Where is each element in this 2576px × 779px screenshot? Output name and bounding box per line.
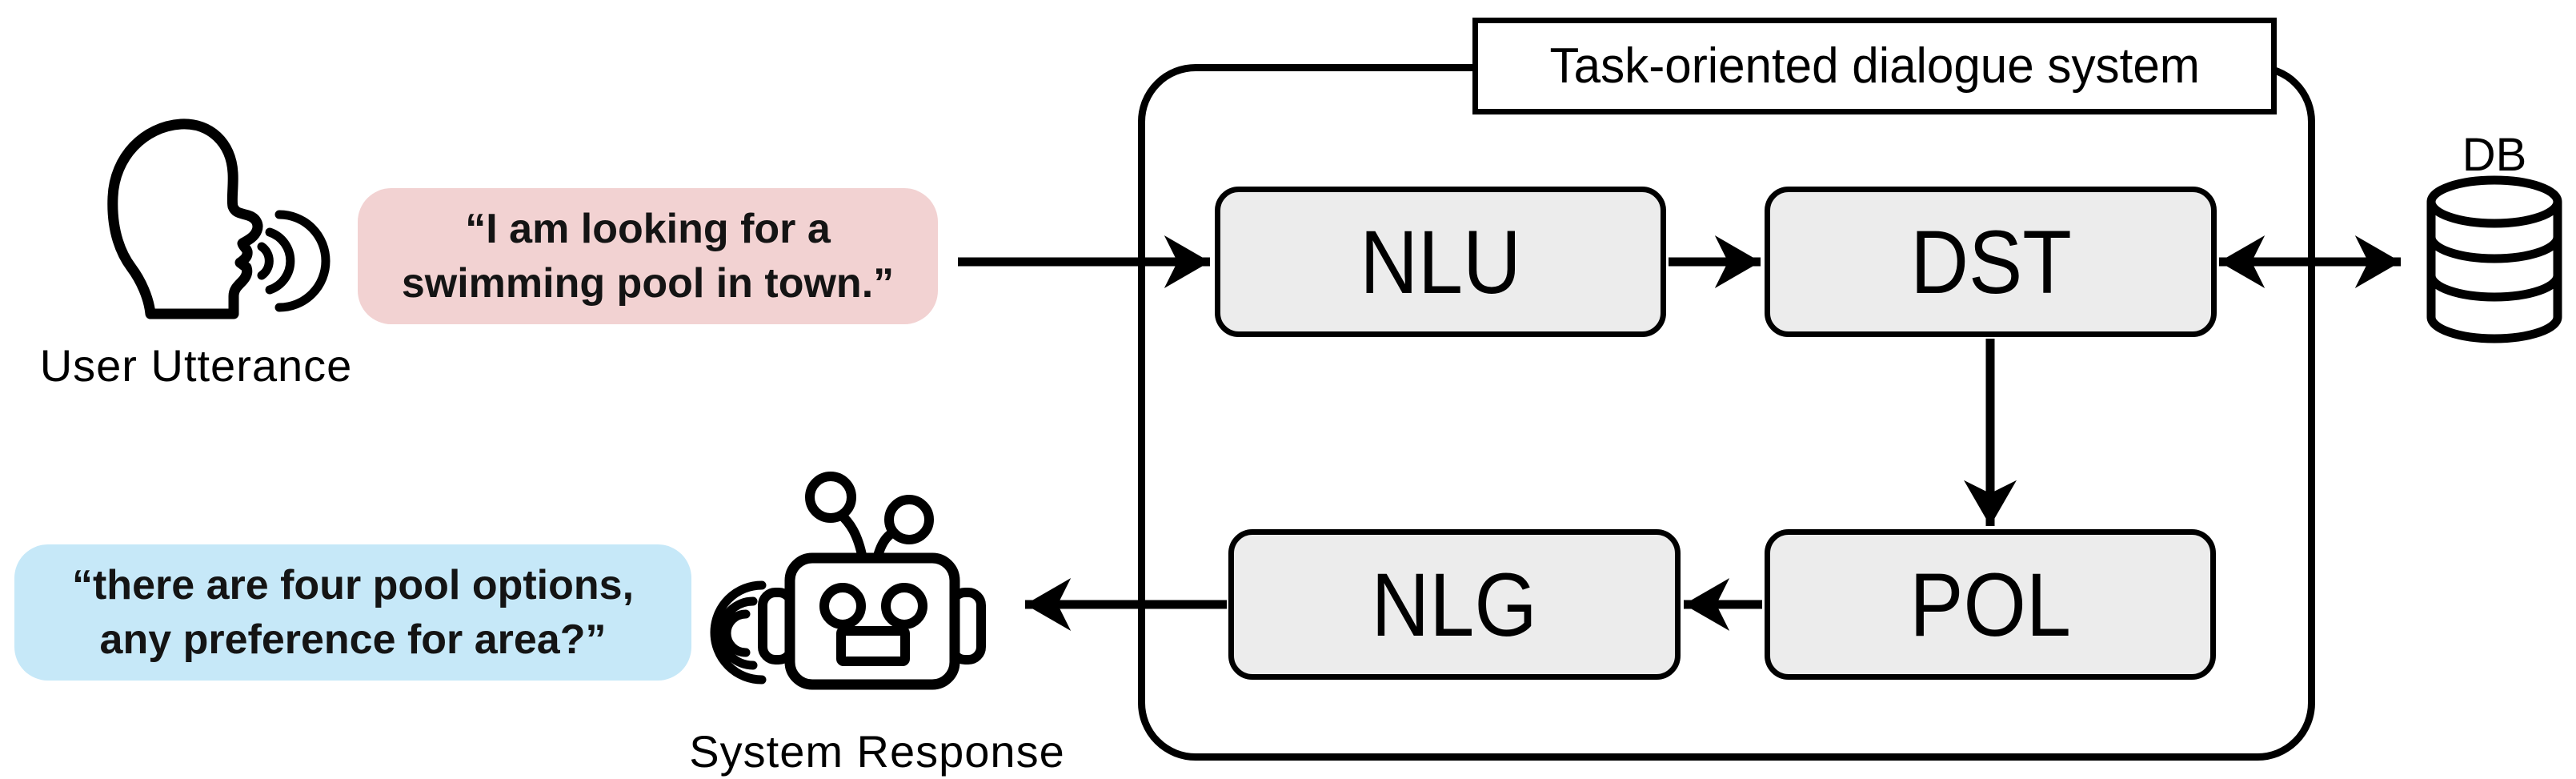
diagram-title: Task-oriented dialogue system [1549, 38, 2200, 94]
speaking-head-icon [107, 118, 263, 319]
module-label-nlu: NLU [1360, 211, 1521, 312]
user-utterance-caption: User Utterance [39, 340, 353, 391]
module-label-dst: DST [1909, 211, 2072, 312]
user-utterance-line1: “I am looking for a [465, 206, 831, 252]
module-label-pol: POL [1909, 554, 2071, 655]
module-label-nlg: NLG [1371, 554, 1538, 655]
system-response-line1: “there are four pool options, [71, 562, 635, 608]
system-response-bubble: “there are four pool options, any prefer… [14, 544, 691, 681]
system-response-caption: System Response [689, 726, 1065, 777]
module-box-nlg: NLG [1228, 529, 1681, 680]
system-response-line2: any preference for area?” [99, 616, 607, 663]
user-utterance-line2: swimming pool in town.” [401, 260, 895, 307]
module-box-pol: POL [1765, 529, 2216, 680]
diagram-title-box: Task-oriented dialogue system [1472, 18, 2277, 114]
robot-icon [758, 472, 986, 690]
database-cylinder-icon [2426, 175, 2562, 343]
module-box-nlu: NLU [1215, 187, 1666, 337]
db-caption: DB [2462, 129, 2527, 181]
user-sound-waves-icon [257, 210, 331, 312]
user-utterance-bubble: “I am looking for a swimming pool in tow… [358, 188, 938, 324]
module-box-dst: DST [1765, 187, 2217, 337]
robot-sound-waves-icon [710, 580, 767, 685]
